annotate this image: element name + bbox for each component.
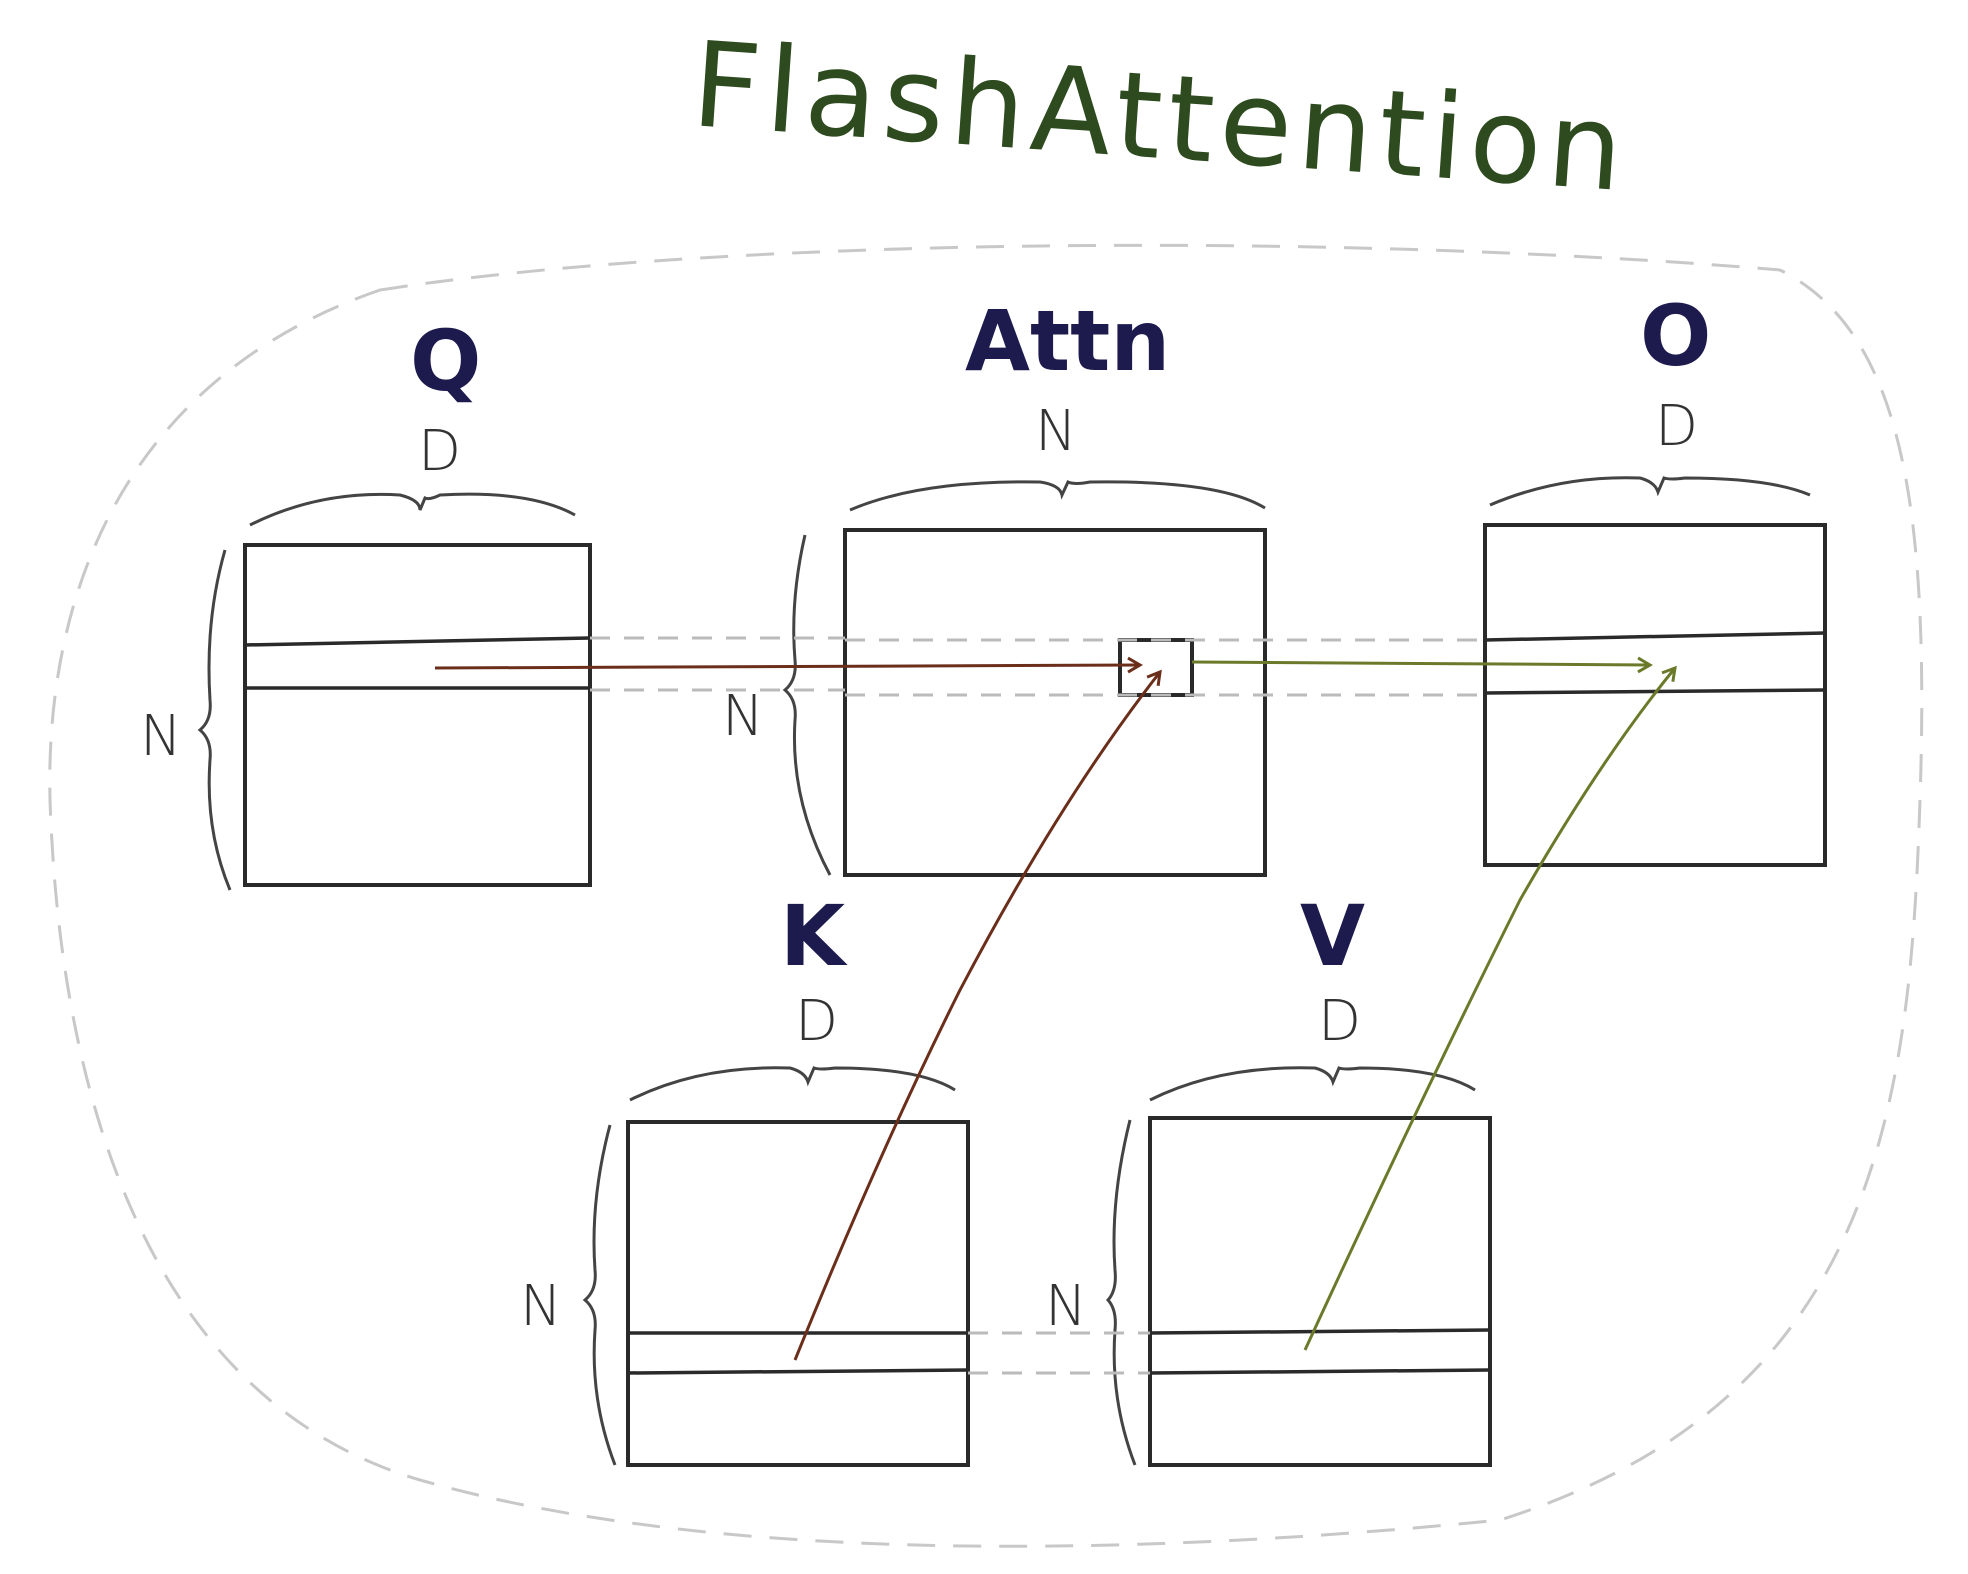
v-to-o-arrow	[1303, 665, 1677, 1351]
v-label: V	[1300, 887, 1365, 985]
attn-matrix	[843, 528, 1267, 877]
o-top-brace	[1489, 476, 1811, 507]
v-height-dim: N	[1045, 1274, 1087, 1339]
v-top-brace	[1149, 1066, 1476, 1102]
attn-width-dim: N	[1035, 399, 1077, 464]
attn-label: Attn	[965, 292, 1170, 390]
attn-top-brace	[849, 480, 1266, 512]
k-label: K	[780, 887, 848, 985]
attn-to-o-arrow	[1191, 656, 1653, 674]
q-width-dim: D	[418, 419, 461, 484]
q-left-brace	[197, 549, 232, 891]
q-matrix	[243, 543, 592, 887]
k-to-attn-arrow	[793, 669, 1162, 1361]
attn-left-brace	[782, 534, 832, 876]
q-height-dim: N	[140, 704, 182, 769]
o-width-dim: D	[1655, 394, 1698, 459]
attn-block	[1118, 638, 1194, 697]
k-left-brace	[582, 1124, 617, 1466]
v-width-dim: D	[1318, 989, 1361, 1054]
o-label: O	[1640, 287, 1711, 385]
attn-height-dim: N	[722, 684, 764, 749]
q-top-brace	[249, 492, 576, 527]
k-height-dim: N	[520, 1274, 562, 1339]
diagram-title: FlashAttention	[688, 15, 1633, 218]
o-matrix	[1483, 523, 1827, 867]
k-matrix	[626, 1120, 970, 1467]
q-label: Q	[410, 312, 481, 410]
k-top-brace	[629, 1066, 956, 1102]
v-matrix	[1148, 1116, 1492, 1467]
dashed-boundary	[48, 243, 1924, 1548]
v-left-brace	[1105, 1119, 1137, 1466]
k-width-dim: D	[795, 989, 838, 1054]
q-to-attn-arrow	[434, 656, 1143, 674]
